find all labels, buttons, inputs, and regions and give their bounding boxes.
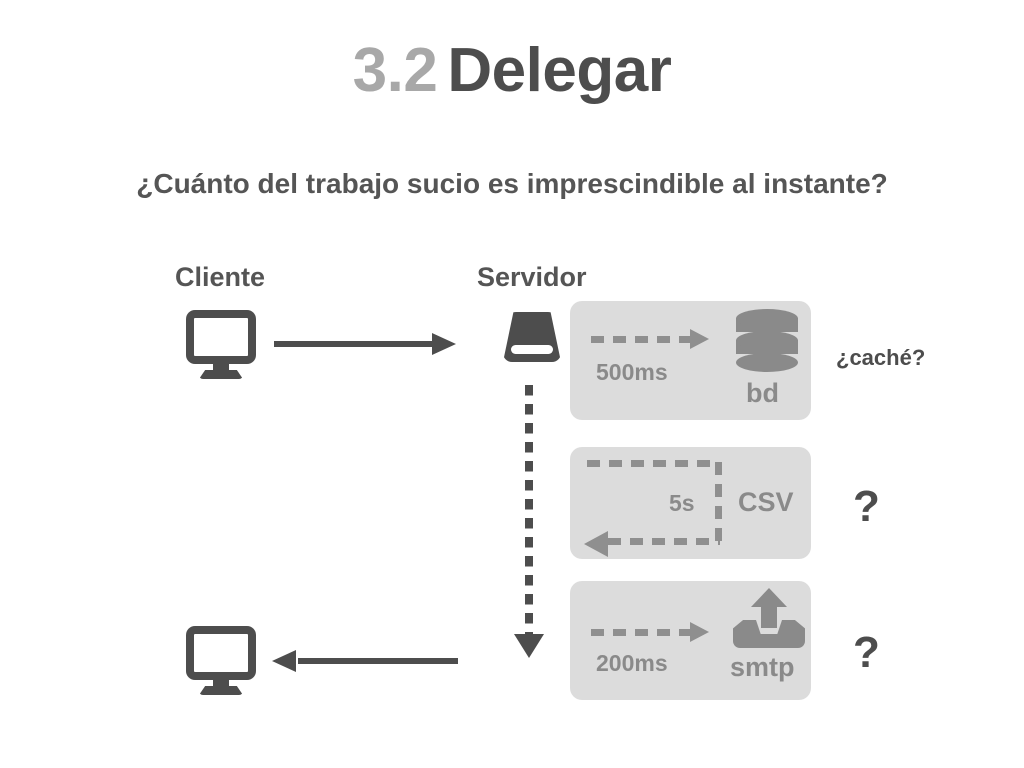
server-timeline-arrow-head-icon	[514, 634, 544, 658]
server-body	[503, 312, 561, 362]
smtp-dashed-line	[591, 629, 691, 636]
bd-dashed-line	[591, 336, 691, 343]
monitor-base	[199, 686, 243, 695]
csv-arrow-head-icon	[584, 531, 608, 557]
db-disc-bottom	[736, 353, 798, 372]
db-disc-top	[736, 309, 798, 328]
title-section-number: 3.2	[352, 36, 438, 105]
bd-service-label: bd	[746, 378, 779, 408]
client-monitor-icon-response	[186, 626, 256, 698]
smtp-question-annotation: ?	[853, 628, 880, 677]
arrow-head	[432, 333, 456, 355]
upload-arrow-shaft	[761, 602, 777, 628]
smtp-latency-label: 200ms	[596, 650, 668, 676]
monitor-screen	[194, 634, 248, 672]
cache-annotation: ¿caché?	[836, 345, 926, 370]
request-arrow-icon	[274, 333, 456, 355]
csv-dashed-line-vertical	[715, 462, 722, 544]
monitor-neck	[213, 362, 229, 372]
title-section-text: Delegar	[447, 36, 672, 105]
server-timeline-dashed-line	[525, 385, 533, 635]
arrow-head	[272, 650, 296, 672]
arrow-shaft	[274, 341, 434, 347]
arrow-shaft	[298, 658, 458, 664]
upload-arrow-head	[751, 588, 787, 607]
client-monitor-icon	[186, 310, 256, 382]
server-icon	[503, 312, 561, 362]
server-column-label: Servidor	[477, 262, 587, 292]
monitor-neck	[213, 678, 229, 688]
csv-latency-label: 5s	[669, 490, 695, 516]
database-icon	[736, 309, 798, 373]
csv-dashed-line-top	[587, 460, 719, 467]
smtp-service-label: smtp	[730, 652, 795, 682]
monitor-base	[199, 370, 243, 379]
page-subtitle: ¿Cuánto del trabajo sucio es imprescindi…	[136, 168, 888, 199]
bd-arrow-head-icon	[690, 329, 709, 349]
response-arrow-icon	[272, 650, 458, 672]
csv-dashed-line-bottom	[608, 538, 720, 545]
monitor-screen	[194, 318, 248, 356]
server-slot	[511, 345, 553, 354]
csv-service-label: CSV	[738, 487, 794, 517]
client-column-label: Cliente	[175, 262, 266, 292]
csv-question-annotation: ?	[853, 482, 880, 531]
smtp-arrow-head-icon	[690, 622, 709, 642]
bd-latency-label: 500ms	[596, 359, 668, 385]
db-disc-middle	[736, 331, 798, 350]
outbox-upload-icon	[733, 588, 805, 648]
